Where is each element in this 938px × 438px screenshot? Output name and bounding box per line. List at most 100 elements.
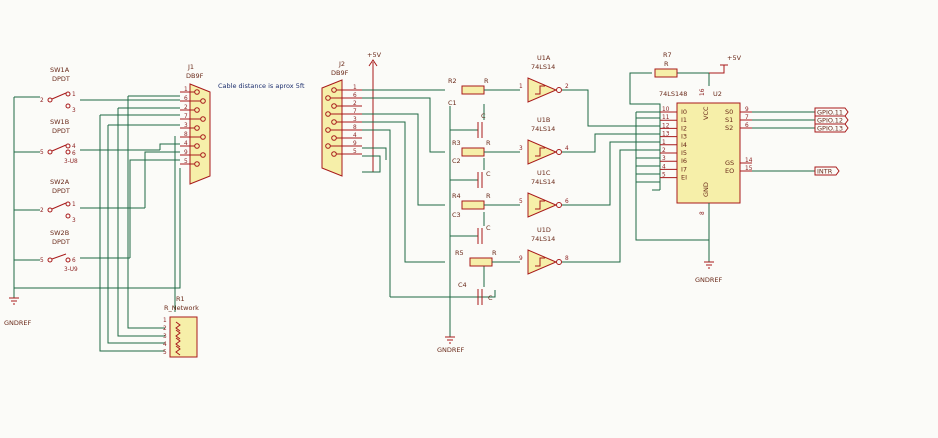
j2-contact <box>331 151 337 157</box>
sw1b-contact-4 <box>65 143 71 149</box>
sw1b-contact-6 <box>65 149 71 155</box>
c3-value: C <box>486 224 491 232</box>
sw2b-lever <box>51 253 67 260</box>
sw2b-contact-6 <box>65 257 71 263</box>
capacitor-c1[interactable]: C1 C <box>448 99 486 138</box>
r5-body <box>469 257 493 267</box>
gate-u1c[interactable]: U1C 74LS14 5 6 <box>519 169 569 218</box>
j1-contact <box>200 98 206 104</box>
j1-pin-number: 8 <box>184 132 188 138</box>
switch-sw1b[interactable]: SW1B DPDT 5 4 6 3-U8 <box>40 118 78 165</box>
u1a-pin-out: 2 <box>565 84 569 90</box>
c2-ref: C2 <box>452 157 461 165</box>
sw1a-pin-1: 1 <box>72 92 76 98</box>
j2-contact <box>331 103 337 109</box>
u1c-pin-in: 5 <box>519 199 523 205</box>
switch-sw2a[interactable]: SW2A DPDT 2 1 3 <box>40 178 76 224</box>
port-gpio-13[interactable]: GPIO.13 <box>814 123 849 133</box>
u2-input-pin-number: 12 <box>662 123 670 129</box>
capacitor-c2[interactable]: C2 C <box>452 157 491 188</box>
r5-ref: R5 <box>455 249 464 257</box>
sw1b-unit-note: 3-U8 <box>64 159 78 165</box>
c2-value: C <box>486 170 491 178</box>
j2-filter-wiring <box>362 89 496 337</box>
u2-input-pin-number: 1 <box>662 140 666 146</box>
r2-body <box>461 85 485 95</box>
capacitor-c4[interactable]: C4 C <box>458 281 493 305</box>
u2-input-name: I4 <box>681 141 687 149</box>
c4-ref: C4 <box>458 281 467 289</box>
resistor-r4[interactable]: R4 R <box>452 192 491 210</box>
gpio-13-flag <box>814 123 849 133</box>
power-5v-j2: +5V <box>367 51 382 172</box>
port-gpio-11[interactable]: GPIO.11 <box>814 107 849 117</box>
u2-input-pin-number: 2 <box>662 148 666 154</box>
sw1b-lever <box>51 144 67 152</box>
port-intr[interactable]: INTR <box>814 166 840 176</box>
u1b-ref: U1B <box>537 116 550 124</box>
u1b-value: 74LS14 <box>531 125 555 133</box>
u1c-ref: U1C <box>537 169 551 177</box>
sw1a-value: DPDT <box>52 75 70 83</box>
j1-pin-number: 5 <box>184 159 188 165</box>
u1a-bubble <box>556 87 562 93</box>
gnd-symbol-mid: GNDREF <box>437 336 465 354</box>
j2-pin-number: 1 <box>353 85 357 91</box>
power-5v-u2: +5V <box>709 54 742 74</box>
u2-output-name: GS <box>725 159 734 167</box>
gndref-label-u2: GNDREF <box>695 276 723 284</box>
r3-ref: R3 <box>452 139 461 147</box>
u1c-body <box>527 192 558 218</box>
j1-pin-number: 9 <box>184 150 188 156</box>
r7-body <box>654 68 678 78</box>
u1d-pin-out: 8 <box>565 256 569 262</box>
gnd-symbol-left: GNDREF <box>4 297 32 327</box>
resistor-r7[interactable]: R7 R <box>654 51 678 78</box>
u2-input-name: I7 <box>681 165 687 173</box>
u1c-hysteresis <box>535 200 545 210</box>
resistor-r2[interactable]: R2 R <box>448 77 489 95</box>
u2-vcc-label: VCC <box>702 106 710 120</box>
u1b-body <box>527 139 558 165</box>
gate-u1b[interactable]: U1B 74LS14 3 4 <box>519 116 569 165</box>
resistor-r3[interactable]: R3 R <box>452 139 491 157</box>
capacitor-c3[interactable]: C3 C <box>452 211 491 244</box>
gate-u1a[interactable]: U1A 74LS14 1 2 <box>519 54 569 103</box>
r1-pin-2: 2 <box>163 326 167 332</box>
resistor-network-r1[interactable]: R1 R_Network 1 2 3 4 5 <box>163 295 199 358</box>
j2-pin-number: 4 <box>353 133 357 139</box>
c1-ref: C1 <box>448 99 457 107</box>
gpio-11-label: GPIO.11 <box>817 109 843 117</box>
u2-output-name: S1 <box>725 116 733 124</box>
j2-ref: J2 <box>338 60 345 68</box>
gpio-11-flag <box>814 107 849 117</box>
u2-input-pin-number: 13 <box>662 132 670 138</box>
j2-pin-number: 6 <box>353 93 357 99</box>
r5-value: R <box>492 249 497 257</box>
u1a-body <box>527 77 558 103</box>
u1d-bubble <box>556 259 562 265</box>
u2-input-name: I0 <box>681 108 687 116</box>
sw2b-pin-6: 6 <box>72 258 76 264</box>
port-gpio-12[interactable]: GPIO.12 <box>814 115 849 125</box>
u2-input-name: I5 <box>681 149 687 157</box>
switch-sw1a[interactable]: SW1A DPDT 2 1 3 <box>40 66 76 114</box>
j1-contact <box>200 152 206 158</box>
j2-value: DB9F <box>331 69 349 77</box>
j2-contact <box>331 135 337 141</box>
sw1a-common-contact <box>47 97 53 103</box>
sw1a-lever <box>51 92 67 100</box>
switch-sw2b[interactable]: SW2B DPDT 5 6 3-U9 <box>40 229 78 273</box>
plus5v-label-u2: +5V <box>727 54 742 62</box>
gate-u1d[interactable]: U1D 74LS14 9 8 <box>519 226 569 275</box>
j1-pin-number: 4 <box>184 141 188 147</box>
j2-contact <box>325 111 331 117</box>
sw1a-contact-3 <box>65 103 71 109</box>
u1c-pin-out: 6 <box>565 199 569 205</box>
resistor-r5[interactable]: R5 R <box>455 249 497 267</box>
gndref-label-mid: GNDREF <box>437 346 465 354</box>
